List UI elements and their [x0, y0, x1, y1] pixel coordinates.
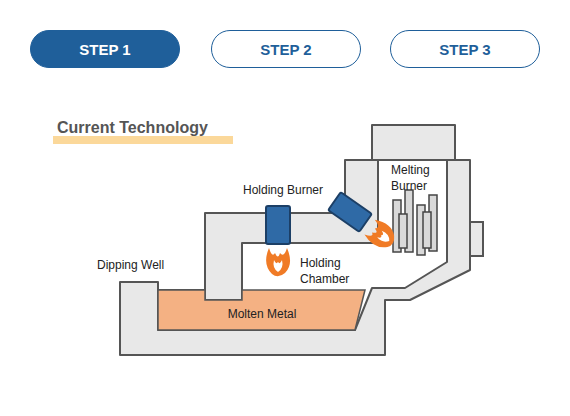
furnace-cavity	[158, 160, 447, 330]
chamber-label: Holding Chamber	[300, 255, 364, 287]
melting-burner-fins	[393, 190, 437, 255]
step-tab: STEP 2	[211, 30, 361, 68]
step-tab: STEP 1	[30, 30, 180, 68]
title-highlight	[53, 136, 233, 144]
step-tab: STEP 3	[390, 30, 540, 68]
furnace-body	[120, 125, 470, 355]
holding-burner	[266, 206, 290, 244]
step-label: STEP 2	[260, 41, 311, 58]
well-label: Dipping Well	[97, 257, 164, 273]
burner-label: Holding Burner	[243, 182, 323, 198]
step-label: STEP 3	[439, 41, 490, 58]
molten-metal	[158, 290, 365, 330]
section-heading: Current Technology	[57, 119, 208, 137]
melting-flame	[363, 217, 400, 253]
metal-label: Molten Metal	[228, 306, 297, 322]
step-label: STEP 1	[79, 41, 130, 58]
holding-flame	[266, 248, 290, 276]
burner-label: Melting Burner	[391, 162, 447, 194]
lid-line	[372, 159, 455, 161]
melting-burner	[328, 192, 372, 232]
door-box	[470, 222, 483, 256]
